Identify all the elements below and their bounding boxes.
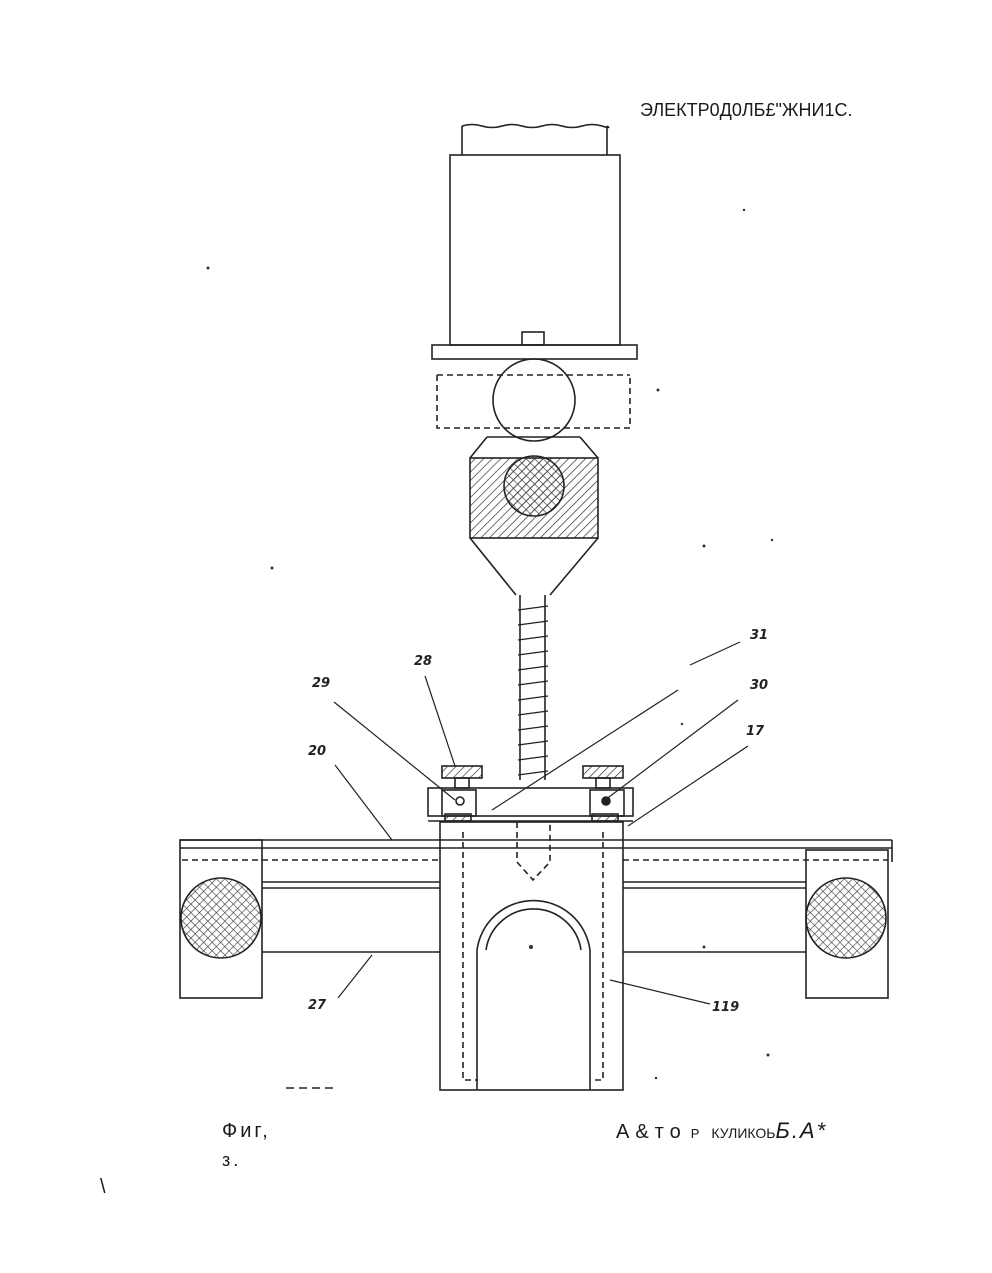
label-17: 17: [746, 724, 764, 739]
left-knob-stem: [455, 778, 469, 788]
figure-caption-line1: Фиг,: [222, 1120, 271, 1143]
label-29: 29: [312, 676, 330, 691]
right-clamp-screw: [602, 797, 610, 805]
label-30: 30: [750, 678, 768, 693]
right-pad: [592, 814, 618, 821]
left-bar-section: [181, 878, 261, 958]
frame-arch-inner: [486, 909, 581, 950]
leader-lines: [334, 642, 748, 1004]
author-part2: Р: [691, 1126, 700, 1141]
left-clamp-screw: [456, 797, 464, 805]
screw-threads: [518, 606, 548, 775]
upper-taper: [470, 437, 598, 458]
frame-hidden-right: [590, 832, 603, 1080]
mounting-plate: [432, 345, 637, 359]
right-knob-stem: [596, 778, 610, 788]
author-line: А&то Р КУЛИКОЬБ.А*: [616, 1118, 827, 1144]
nut-ball: [504, 456, 564, 516]
label-27: 27: [308, 998, 326, 1013]
corner-mark: \: [100, 1176, 106, 1199]
lower-taper: [470, 538, 598, 595]
specks: [207, 209, 774, 1079]
label-19: 119: [712, 1000, 739, 1015]
figure-caption-line2: з.: [222, 1150, 241, 1171]
left-knob: [442, 766, 482, 778]
right-knob: [583, 766, 623, 778]
label-28: 28: [414, 654, 432, 669]
motor-shaft-stub: [522, 332, 544, 345]
author-part3: КУЛИКОЬ: [711, 1125, 775, 1141]
frame-hidden-left: [463, 832, 477, 1080]
motor-body: [450, 155, 620, 345]
author-part4: Б.А*: [776, 1118, 828, 1143]
screw-end-hidden: [517, 822, 550, 880]
right-bar-section: [806, 878, 886, 958]
label-20: 20: [308, 744, 326, 759]
coupling-bracket: [437, 375, 630, 428]
label-31: 31: [750, 628, 768, 643]
left-pad: [445, 814, 471, 821]
frame-column: [440, 822, 623, 1090]
motor-break-line: [462, 125, 609, 128]
author-part1: А&то: [616, 1121, 687, 1143]
